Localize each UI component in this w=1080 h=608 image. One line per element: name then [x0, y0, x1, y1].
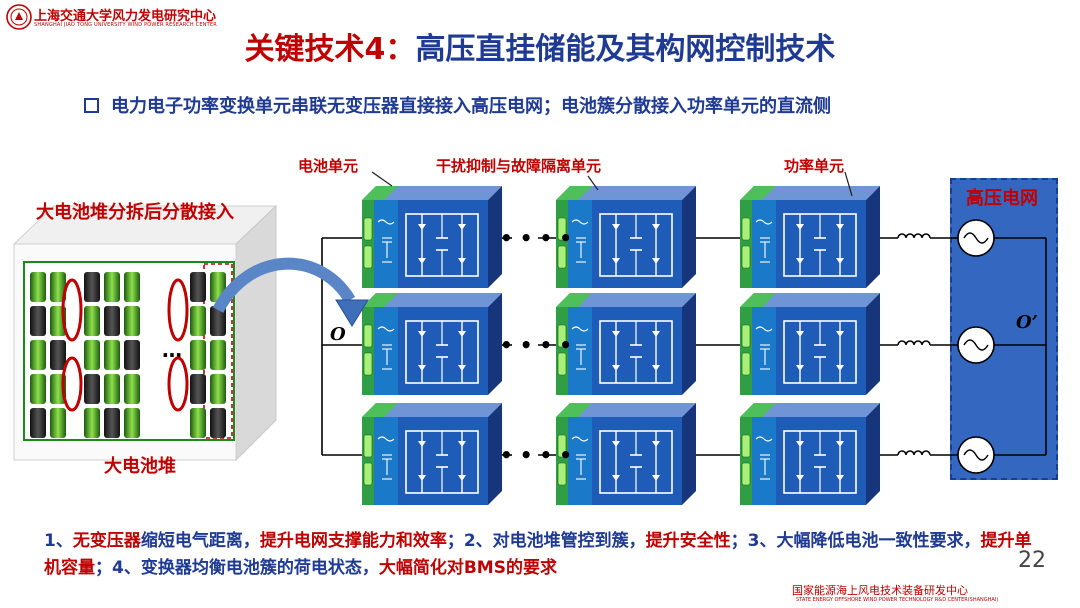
battery-stack-label: 大电池堆: [104, 456, 176, 477]
summary-red-1: 无变压器: [72, 531, 141, 551]
battery-cell: [124, 374, 140, 404]
summary-seg-3: ；2、对电池堆管控到簇，: [446, 531, 646, 551]
footer-org: 国家能源海上风电技术装备研发中心: [792, 584, 968, 597]
battery-cell: [104, 374, 120, 404]
battery-cell: [84, 340, 100, 370]
summary-red-4: 提升单机容量: [44, 531, 1032, 578]
battery-cell: [84, 306, 100, 336]
battery-cell: [124, 306, 140, 336]
node-o-prime-label: O’: [1016, 312, 1038, 333]
battery-cell: [30, 340, 46, 370]
battery-cell: [30, 408, 46, 438]
bullet-point: 电力电子功率变换单元串联无变压器直接接入高压电网；电池簇分散接入功率单元的直流侧: [84, 92, 831, 118]
row3-ellipsis: • • • •: [500, 443, 573, 467]
slide-title: 关键技术4：高压直挂储能及其构网控制技术: [0, 24, 1080, 68]
row2-ellipsis: • • • •: [500, 333, 573, 357]
battery-cell: [50, 272, 66, 302]
battery-cell: [190, 272, 206, 302]
battery-cell: [50, 340, 66, 370]
battery-cell: [104, 340, 120, 370]
summary-seg-4: ；3、大幅降低电池一致性要求，: [730, 531, 981, 551]
battery-cell: [84, 374, 100, 404]
inductor-icons: [897, 233, 931, 456]
summary-seg-2: 缩短电气距离，: [140, 531, 260, 551]
battery-cell: [190, 374, 206, 404]
battery-cell: [84, 408, 100, 438]
summary-red-2: 提升电网支撑能力和效率: [259, 531, 447, 551]
battery-cell: [30, 374, 46, 404]
battery-cell: [210, 340, 226, 370]
grid-label: 高压电网: [966, 188, 1038, 209]
stack-ellipsis: …: [162, 338, 182, 362]
summary-seg-5: ；4、变换器均衡电池簇的荷电状态，: [95, 558, 379, 578]
bullet-text: 电力电子功率变换单元串联无变压器直接接入高压电网；电池簇分散接入功率单元的直流侧: [111, 96, 831, 117]
node-o-label: O: [330, 324, 346, 345]
battery-cell: [124, 272, 140, 302]
battery-cell: [104, 272, 120, 302]
isolation-unit-label: 干扰抑制与故障隔离单元: [436, 157, 602, 175]
battery-cell: [84, 272, 100, 302]
summary-seg-1: 1、: [44, 531, 73, 551]
battery-cell: [104, 408, 120, 438]
footer-org-sub: STATE ENERGY OFFSHORE WIND POWER TECHNOL…: [796, 597, 999, 603]
battery-cell: [124, 340, 140, 370]
battery-cell: [190, 306, 206, 336]
title-part-1: 关键技术4：: [244, 32, 416, 67]
battery-cell: [104, 306, 120, 336]
battery-cell: [50, 408, 66, 438]
square-bullet-icon: [84, 97, 99, 113]
title-part-2: 高压直挂储能及其构网控制技术: [415, 32, 836, 67]
logo-name: 上海交通大学风力发电研究中心: [34, 9, 217, 24]
battery-cell: [190, 408, 206, 438]
summary-red-5: 大幅简化对BMS的要求: [378, 558, 557, 578]
university-seal-icon: [6, 4, 32, 30]
battery-cell: [124, 408, 140, 438]
battery-cell: [30, 306, 46, 336]
summary-red-3: 提升安全性: [645, 531, 731, 551]
battery-cell: [210, 408, 226, 438]
battery-cell: [190, 340, 206, 370]
summary-text: 1、无变压器缩短电气距离，提升电网支撑能力和效率；2、对电池堆管控到簇，提升安全…: [44, 528, 1034, 582]
battery-cell: [210, 374, 226, 404]
split-access-label: 大电池堆分拆后分散接入: [36, 202, 234, 223]
power-unit-label: 功率单元: [784, 157, 845, 175]
battery-cell: [30, 272, 46, 302]
battery-cell: [210, 306, 226, 336]
row1-ellipsis: • • • •: [500, 226, 573, 250]
page-number: 22: [1018, 548, 1046, 573]
battery-unit-label: 电池单元: [298, 157, 359, 175]
logo-subtitle: SHANGHAI JIAO TONG UNIVERSITY WIND POWER…: [34, 22, 217, 28]
